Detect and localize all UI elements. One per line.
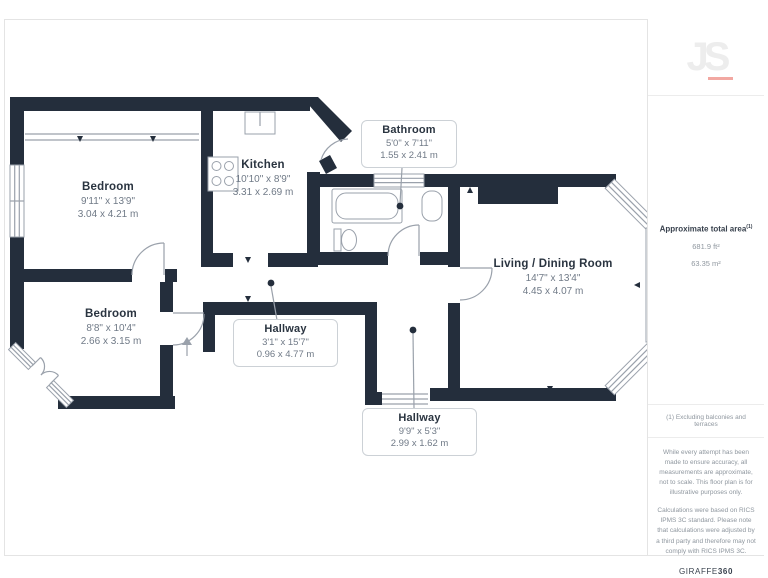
entrance-arrow-icon (182, 337, 192, 356)
french-doors (31, 357, 59, 385)
toilet-icon (333, 228, 357, 252)
room-label-living-dining: Living / Dining Room 14'7" x 13'4" 4.45 … (493, 258, 613, 298)
bathroom-sink-icon (421, 190, 443, 222)
french-window-lower (45, 379, 75, 409)
disclaimer-1: While every attempt has been made to ens… (659, 449, 753, 497)
fixtures-group (25, 111, 443, 252)
area-footnote-ref: (1) (746, 224, 753, 230)
total-area-section: Approximate total area(1) 681.9 ft² 63.3… (648, 96, 764, 405)
disclaimer-section: While every attempt has been made to ens… (648, 438, 764, 576)
room-label-kitchen: Kitchen 10'10" x 8'9" 3.31 x 2.69 m (232, 159, 294, 199)
info-sidebar: JS Approximate total area(1) 681.9 ft² 6… (647, 19, 764, 576)
stove-icon (207, 156, 239, 192)
door-bathroom (387, 224, 420, 257)
area-value-imperial: 681.9 ft² (692, 241, 720, 251)
bay-window-bottom (604, 342, 658, 396)
total-area-label: Approximate total area(1) (659, 224, 753, 234)
footnote-section: (1) Excluding balconies and terraces (648, 405, 764, 438)
kitchen-sink-icon (244, 111, 276, 135)
door-entrance (172, 312, 205, 346)
walls-group (10, 97, 661, 409)
room-label-bathroom: Bathroom 5'0" x 7'11" 1.55 x 2.41 m (361, 120, 457, 168)
room-label-hallway-1: Hallway 3'1" x 15'7" 0.96 x 4.77 m (233, 319, 338, 367)
leader-lines (267, 167, 417, 409)
door-living (459, 267, 493, 301)
company-logo-text: JS (686, 35, 731, 79)
wardrobe-line (25, 133, 199, 141)
logo-accent-bar (708, 77, 733, 80)
bathtub-icon (331, 188, 403, 224)
door-kitchen-back (320, 138, 349, 161)
door-bedroom1 (131, 242, 165, 276)
room-label-bedroom-1: Bedroom 9'11" x 13'9" 3.04 x 4.21 m (77, 181, 139, 221)
bay-window-top (604, 178, 658, 232)
disclaimer-2: Calculations were based on RICS IPMS 3C … (656, 507, 756, 555)
window-bathroom (373, 173, 425, 188)
logo-section: JS (648, 19, 764, 96)
brand-mark: GIRAFFE360 (678, 566, 734, 576)
room-label-bedroom-2: Bedroom 8'8" x 10'4" 2.66 x 3.15 m (80, 308, 142, 348)
threshold-steps (382, 393, 428, 405)
company-logo: JS (673, 31, 739, 83)
french-window-upper (7, 341, 37, 371)
wall-ticks (77, 136, 640, 392)
area-value-metric: 63.35 m² (691, 258, 721, 268)
window-bedroom1-left (9, 164, 25, 238)
room-label-hallway-2: Hallway 9'9" x 5'3" 2.99 x 1.62 m (362, 408, 477, 456)
footnote-text: (1) Excluding balconies and terraces (666, 414, 746, 428)
doors-group (31, 138, 493, 405)
